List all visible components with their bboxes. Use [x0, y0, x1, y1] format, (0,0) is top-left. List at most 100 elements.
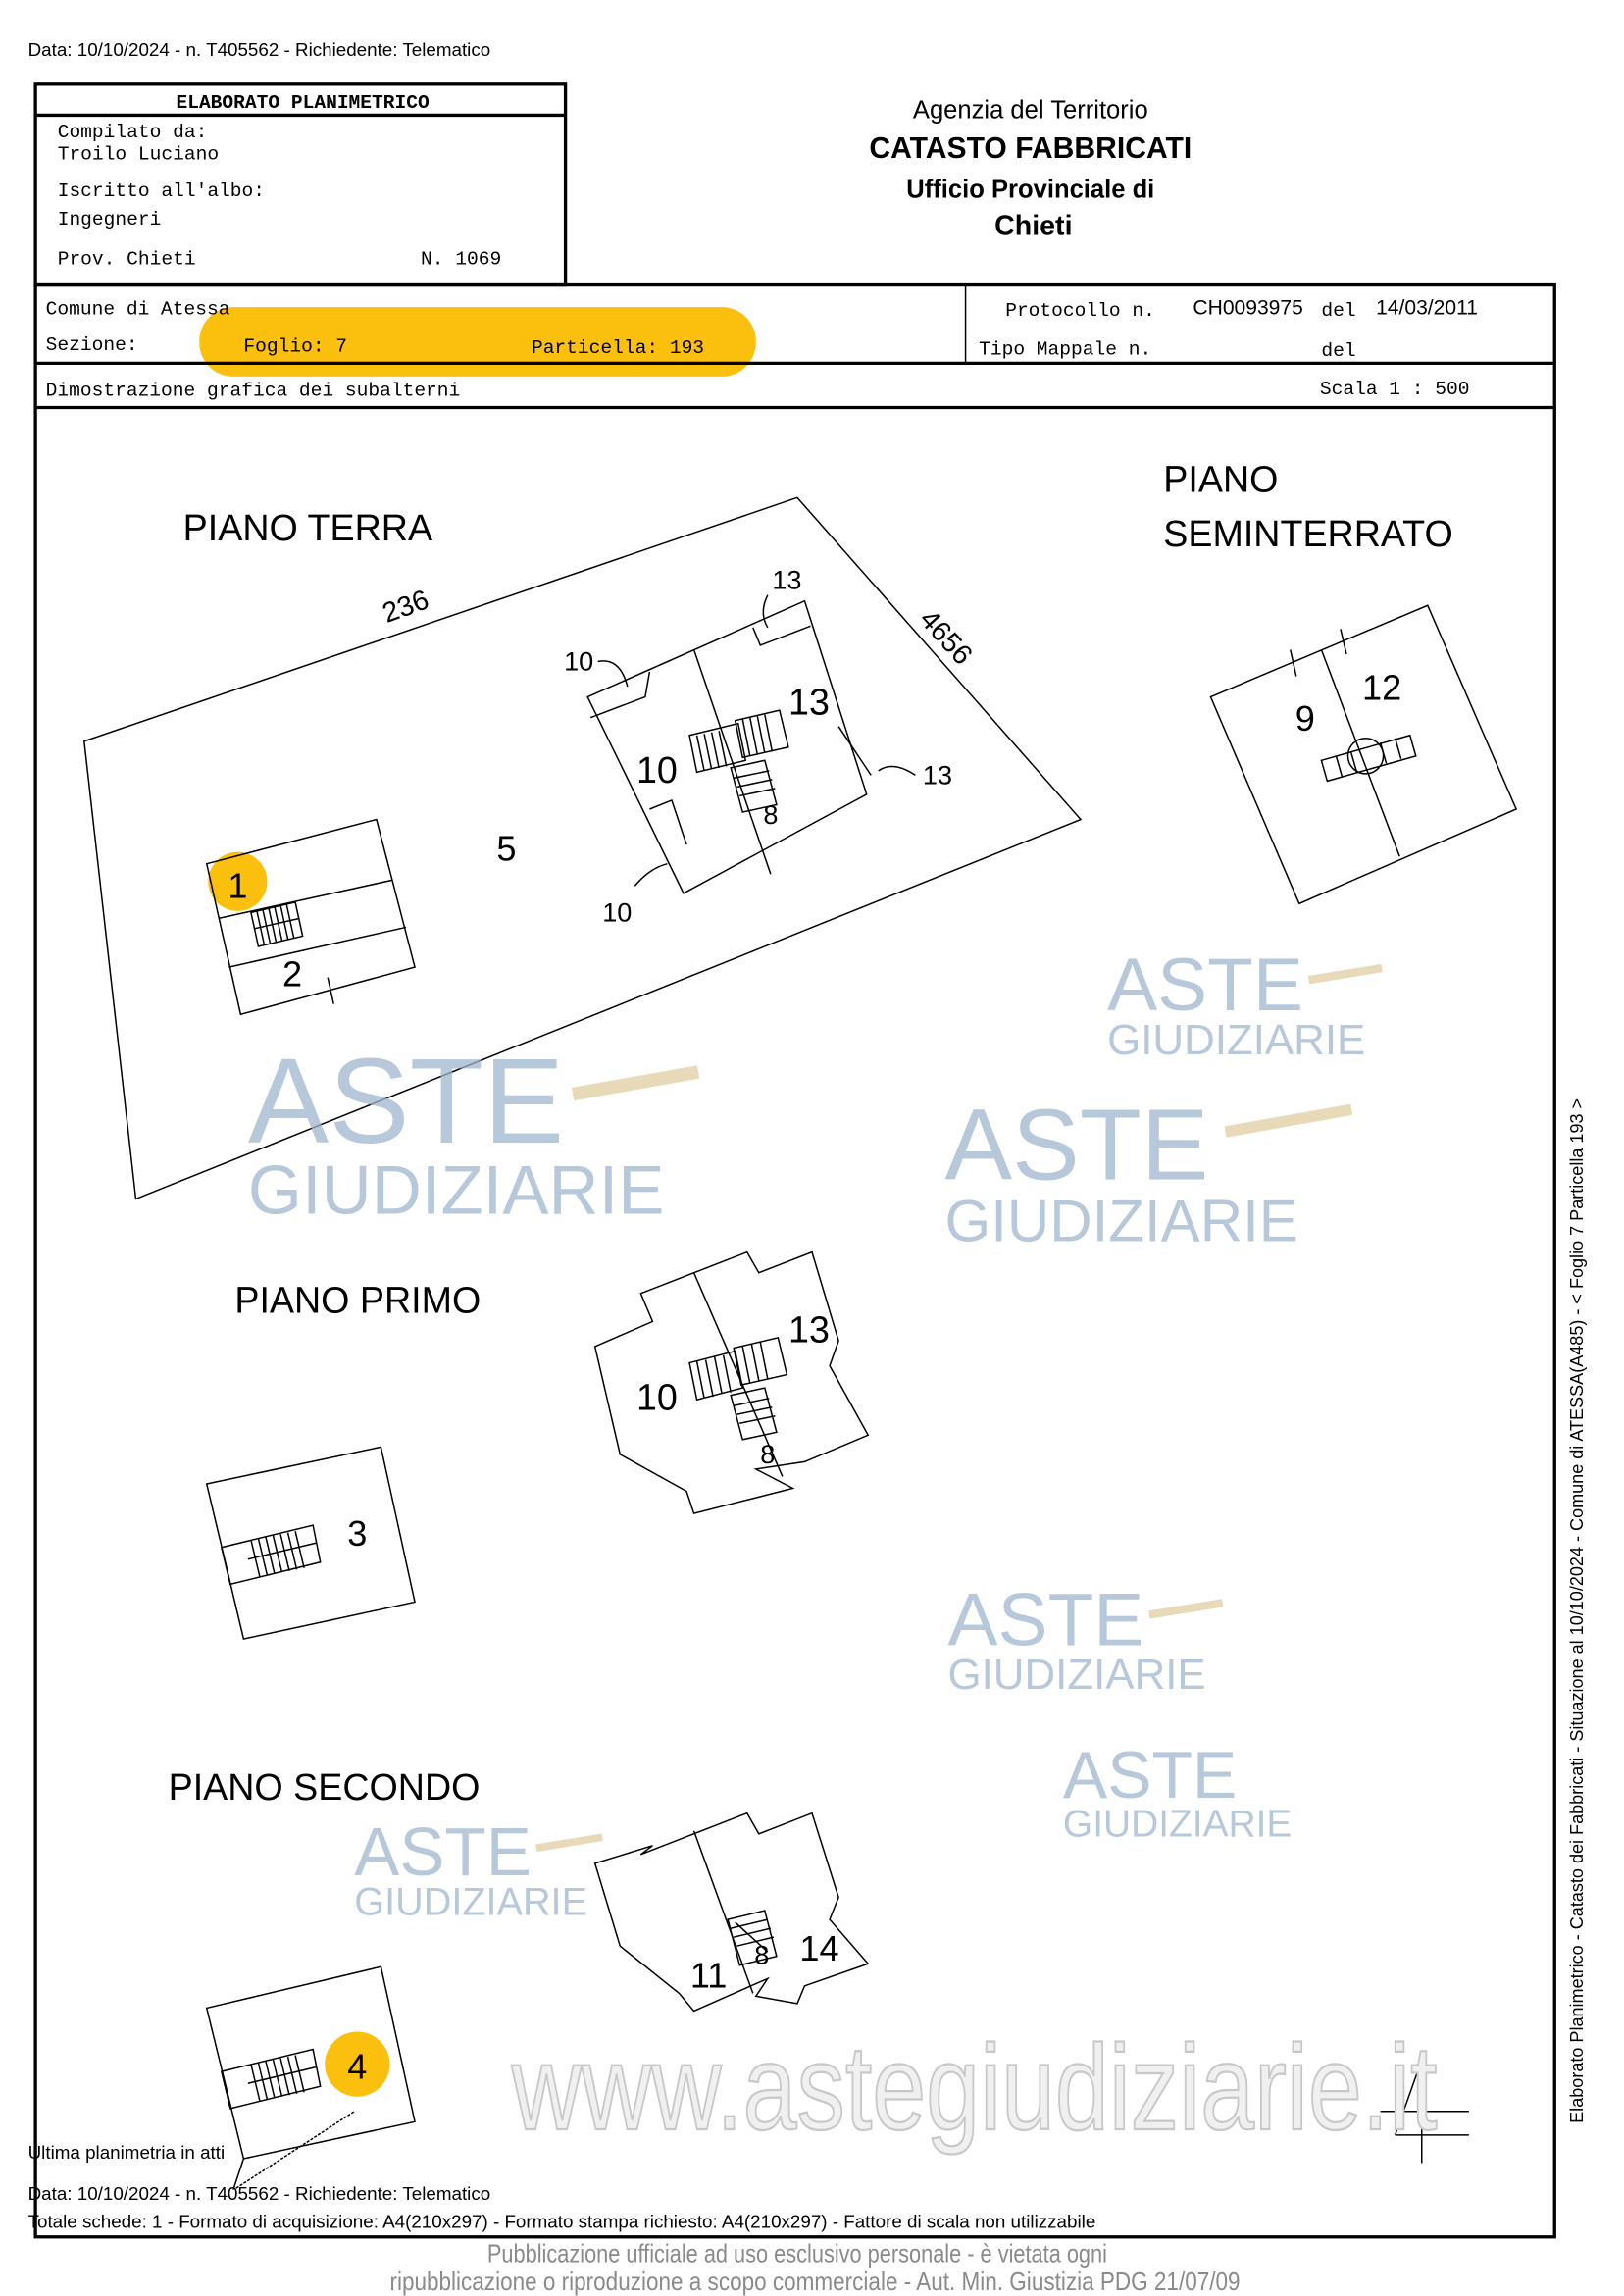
footer-request-line: Data: 10/10/2024 - n. T405562 - Richiede… — [28, 2183, 491, 2204]
sub-13-c: 13 — [923, 759, 952, 790]
gavel-icon — [1148, 1599, 1224, 1619]
compilato-name: Troilo Luciano — [58, 144, 219, 166]
title-piano-seminterrato-1: PIANO — [1163, 458, 1278, 499]
plan-piano-seminterrato: 9 12 — [1209, 604, 1518, 905]
sub-10-b: 10 — [636, 749, 678, 791]
prov-label: Prov. Chieti — [58, 248, 196, 270]
albo-number: N. 1069 — [421, 248, 501, 270]
iscritto-label: Iscritto all'albo: — [58, 180, 265, 202]
stairs-icon — [250, 900, 304, 947]
sub-8-secondo: 8 — [754, 1939, 769, 1969]
watermark-url: www.astegiudiziarie.it — [511, 2019, 1438, 2155]
notice-line-1: Pubblicazione ufficiale ad uso esclusivo… — [487, 2240, 1107, 2269]
sub-1: 1 — [228, 865, 247, 905]
watermark-aste-giudiziarie: ASTE GIUDIZIARIE ASTE GIUDIZIARIE ASTE G… — [248, 944, 1439, 2156]
agency-line-3: Ufficio Provinciale di — [906, 177, 1154, 204]
sub-8: 8 — [763, 799, 778, 830]
footer-totale-schede: Totale schede: 1 - Formato di acquisizio… — [28, 2212, 1096, 2232]
gavel-icon — [1224, 1103, 1353, 1138]
sub-10-c: 10 — [602, 896, 632, 927]
title-piano-terra: PIANO TERRA — [183, 507, 433, 548]
ultima-planimetria: Ultima planimetria in atti — [28, 2142, 226, 2163]
protocollo-label: Protocollo n. — [1005, 300, 1155, 322]
highlight-sub-1 — [208, 851, 268, 911]
foglio: Foglio: 7 — [243, 335, 347, 357]
agency-heading: Agenzia del Territorio CATASTO FABBRICAT… — [869, 96, 1192, 241]
watermark-aste-text: ASTE — [354, 1813, 532, 1890]
watermark-giudiziarie-text: GIUDIZIARIE — [354, 1881, 587, 1924]
main-frame — [33, 282, 1556, 2239]
plan-piano-secondo: 11 8 14 4 — [205, 1811, 870, 2190]
dimostrazione-label: Dimostrazione grafica dei subalterni — [46, 380, 461, 401]
sub-3: 3 — [347, 1513, 367, 1554]
compilato-label: Compilato da: — [58, 122, 208, 143]
agency-line-4: Chieti — [994, 210, 1072, 241]
gavel-icon — [1307, 963, 1383, 985]
sub-13-b: 13 — [788, 682, 830, 723]
sub-10-a: 10 — [564, 645, 593, 676]
stairs-icon — [688, 709, 789, 813]
watermark-aste-text: ASTE — [944, 1089, 1208, 1201]
title-piano-primo: PIANO PRIMO — [234, 1279, 481, 1320]
floor-titles: PIANO TERRA PIANO SEMINTERRATO PIANO PRI… — [169, 458, 1453, 1808]
protocollo-value: CH0093975 — [1193, 297, 1302, 320]
watermark-giudiziarie-text: GIUDIZIARIE — [1063, 1803, 1292, 1845]
title-piano-seminterrato-2: SEMINTERRATO — [1163, 513, 1452, 554]
particella: Particella: 193 — [532, 337, 704, 359]
plan-piano-terra — [82, 496, 1083, 1200]
sub-4: 4 — [347, 2047, 367, 2087]
watermark-giudiziarie-text: GIUDIZIARIE — [1107, 1016, 1365, 1064]
parcel-4656: 4656 — [913, 604, 978, 672]
watermark-giudiziarie-text: GIUDIZIARIE — [248, 1150, 665, 1228]
plan-piano-terra-labels: 236 4656 1 2 5 10 10 10 13 13 13 8 — [228, 565, 978, 995]
side-info-text: Elaborato Planimetrico - Catasto dei Fab… — [1567, 1098, 1587, 2123]
agency-line-2: CATASTO FABBRICATI — [869, 132, 1192, 165]
north-arrow-icon — [1380, 2059, 1469, 2164]
protocollo-date: 14/03/2011 — [1376, 297, 1478, 320]
gavel-icon — [535, 1833, 603, 1852]
title-piano-secondo: PIANO SECONDO — [169, 1766, 481, 1808]
watermark-giudiziarie-text: GIUDIZIARIE — [944, 1189, 1297, 1254]
watermark-giudiziarie-text: GIUDIZIARIE — [948, 1651, 1206, 1699]
elaborato-title: ELABORATO PLANIMETRICO — [176, 92, 430, 114]
protocollo-del: del — [1321, 300, 1355, 322]
header-request-line: Data: 10/10/2024 - n. T405562 - Richiede… — [28, 39, 491, 60]
sub-11: 11 — [690, 1955, 728, 1995]
sezione: Sezione: — [46, 334, 138, 356]
footer: Ultima planimetria in atti Data: 10/10/2… — [28, 2142, 1241, 2296]
sub-9: 9 — [1295, 698, 1315, 739]
info-row: Comune di Atessa Sezione: Foglio: 7 Part… — [46, 297, 1478, 402]
stairs-icon — [688, 1337, 788, 1441]
comune: Comune di Atessa — [46, 299, 230, 321]
sub-14: 14 — [799, 1928, 838, 1968]
highlight-sub-4 — [325, 2031, 390, 2097]
stairs-icon — [727, 1910, 778, 1966]
tipo-mappale-del: del — [1321, 340, 1355, 362]
sub-12: 12 — [1362, 668, 1401, 708]
sub-5: 5 — [496, 829, 516, 869]
sub-13-primo: 13 — [788, 1308, 830, 1350]
gavel-icon — [571, 1065, 700, 1101]
elaborato-box: ELABORATO PLANIMETRICO Compilato da: Tro… — [33, 82, 568, 287]
stairs-icon — [1320, 734, 1417, 783]
notice-line-2: ripubblicazione o riproduzione a scopo c… — [389, 2269, 1240, 2296]
sub-2: 2 — [282, 954, 302, 995]
agency-line-1: Agenzia del Territorio — [913, 96, 1148, 124]
watermark-aste-text: ASTE — [1107, 944, 1303, 1027]
stairs-icon — [220, 2048, 322, 2110]
tipo-mappale: Tipo Mappale n. — [979, 338, 1151, 360]
watermark-aste-text: ASTE — [248, 1034, 564, 1169]
plan-piano-primo: 10 13 8 3 — [205, 1250, 870, 1640]
sub-8-primo: 8 — [760, 1439, 775, 1469]
parcel-236: 236 — [379, 584, 433, 629]
watermark-aste-text: ASTE — [1063, 1739, 1237, 1812]
iscritto-value: Ingegneri — [58, 209, 162, 230]
sub-13-a: 13 — [772, 565, 801, 595]
stairs-icon — [220, 1524, 322, 1586]
scale-label: Scala 1 : 500 — [1320, 379, 1470, 400]
sub-10-primo: 10 — [636, 1377, 678, 1418]
watermark-aste-text: ASTE — [948, 1578, 1144, 1661]
highlight-foglio-particella — [199, 307, 756, 377]
